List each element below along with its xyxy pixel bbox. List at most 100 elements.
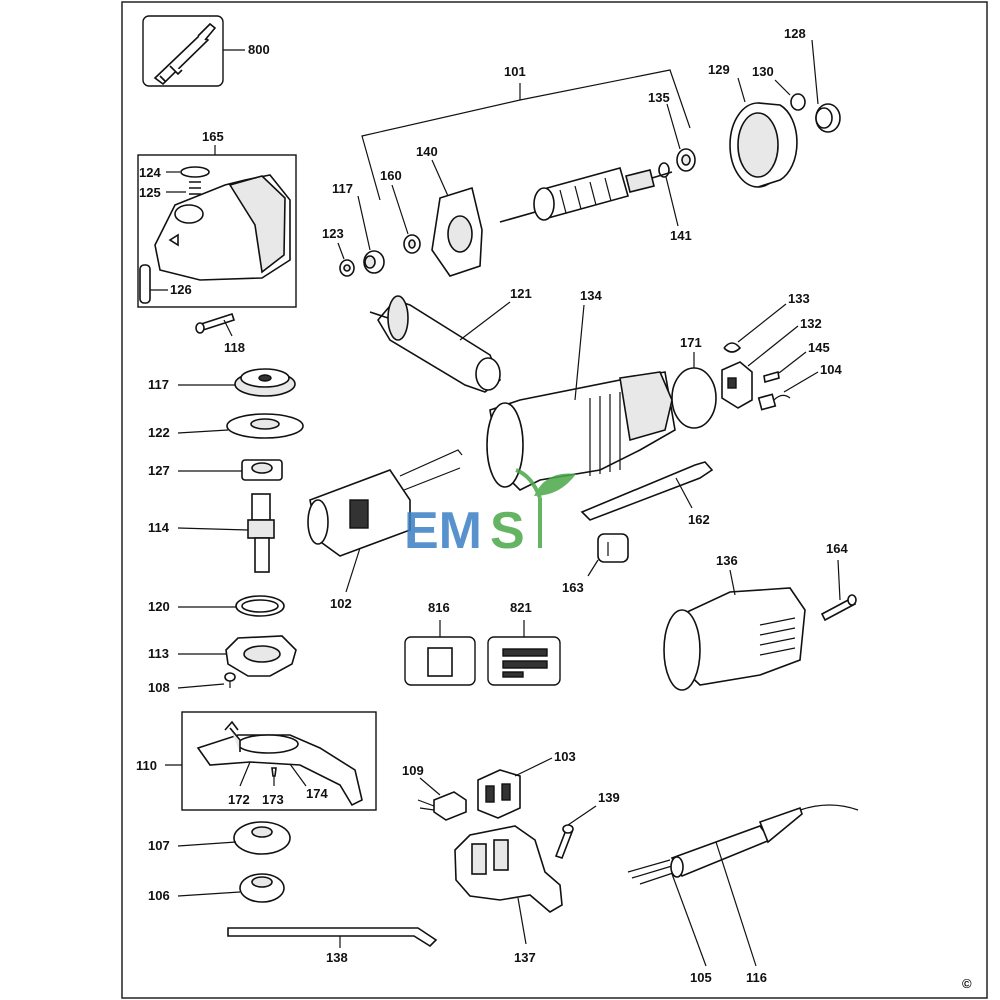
copyright-mark: ©: [962, 976, 972, 991]
part-171-gasket: [671, 352, 717, 429]
part-816-label-plate: [404, 620, 476, 686]
label-120: 120: [148, 599, 170, 614]
label-118: 118: [224, 340, 245, 355]
part-122-bearing-plate: [177, 413, 304, 439]
label-103: 103: [554, 749, 576, 764]
label-133: 133: [788, 291, 810, 306]
label-113: 113: [148, 646, 169, 661]
part-109-suppressor: [417, 777, 467, 821]
label-132: 132: [800, 316, 822, 331]
label-125: 125: [139, 185, 161, 200]
label-104: 104: [820, 362, 842, 377]
part-140-fan-baffle: [431, 159, 483, 277]
part-821-rating-plate: [487, 620, 561, 686]
part-135-bearing: [666, 103, 696, 172]
label-108: 108: [148, 680, 170, 695]
label-172: 172: [228, 792, 250, 807]
label-139: 139: [598, 790, 620, 805]
label-127: 127: [148, 463, 170, 478]
label-160: 160: [380, 168, 402, 183]
part-136-rear-cover: [663, 569, 806, 691]
watermark-leaf-icon: [534, 473, 576, 496]
label-107: 107: [148, 838, 170, 853]
part-102-field-stator: [307, 449, 463, 593]
label-130: 130: [752, 64, 774, 79]
label-174: 174: [306, 786, 328, 801]
label-117-top: 117: [332, 181, 353, 196]
label-134: 134: [580, 288, 602, 303]
label-800: 800: [248, 42, 270, 57]
label-141: 141: [670, 228, 692, 243]
label-126: 126: [170, 282, 192, 297]
part-117-pinion: [357, 195, 385, 274]
part-118-screw: [195, 312, 236, 337]
label-171: 171: [680, 335, 702, 350]
label-173: 173: [262, 792, 284, 807]
part-162-switch-rod: [580, 461, 714, 521]
part-800-kit: [142, 15, 245, 87]
label-162: 162: [688, 512, 710, 527]
watermark-s: S: [490, 502, 525, 560]
part-114-spindle: [177, 493, 275, 573]
label-102: 102: [330, 596, 352, 611]
part-110-guard-assembly: [165, 711, 377, 811]
label-136: 136: [716, 553, 738, 568]
part-120-o-ring: [178, 595, 285, 617]
part-165-gear-case-assembly: [137, 145, 297, 308]
label-129: 129: [708, 62, 730, 77]
part-106-flange-nut: [177, 873, 285, 903]
label-122: 122: [148, 425, 170, 440]
part-127-bearing: [178, 459, 283, 481]
label-164: 164: [826, 541, 848, 556]
label-128: 128: [784, 26, 806, 41]
label-163: 163: [562, 580, 584, 595]
label-116: 116: [746, 970, 767, 985]
part-130-bush: [774, 79, 806, 111]
part-117-bevel-gear: [178, 368, 296, 397]
part-134-motor-housing: [486, 304, 676, 491]
watermark-em: EM: [404, 502, 482, 560]
label-123: 123: [322, 226, 344, 241]
bracket-101: [361, 69, 691, 201]
label-114: 114: [148, 520, 170, 535]
part-160-spacer: [391, 184, 421, 254]
part-104-carbon-brush: [757, 371, 819, 411]
label-101: 101: [504, 64, 526, 79]
part-145-screw: [763, 351, 807, 384]
label-110: 110: [136, 758, 157, 773]
part-107-outer-flange: [177, 821, 291, 855]
part-163-switch-button: [587, 533, 629, 577]
part-105-116-cord-and-guard: [627, 804, 859, 967]
label-117-mid: 117: [148, 377, 169, 392]
label-124: 124: [139, 165, 161, 180]
page-frame: [121, 1, 988, 999]
part-108-screw: [177, 672, 236, 689]
part-164-screw: [820, 559, 857, 622]
part-121-side-handle: [369, 295, 511, 393]
label-135: 135: [648, 90, 670, 105]
part-128-ring: [811, 39, 841, 133]
watermark-sprout-icon: [515, 468, 542, 548]
label-109: 109: [402, 763, 424, 778]
label-816: 816: [428, 600, 450, 615]
label-106: 106: [148, 888, 170, 903]
label-145: 145: [808, 340, 830, 355]
label-140: 140: [416, 144, 438, 159]
label-137: 137: [514, 950, 536, 965]
part-138-spanner: [227, 927, 438, 948]
part-103-switch: [477, 757, 553, 819]
part-113-flange: [178, 635, 297, 677]
label-165: 165: [202, 129, 224, 144]
label-138: 138: [326, 950, 348, 965]
part-129-gear-housing: [729, 77, 798, 188]
part-armature: [499, 167, 673, 223]
part-139-screw: [554, 805, 597, 860]
label-821: 821: [510, 600, 532, 615]
part-123-nut: [337, 242, 355, 277]
label-105: 105: [690, 970, 712, 985]
label-121: 121: [510, 286, 532, 301]
part-137-rear-handle-base: [454, 825, 563, 945]
part-132-brush-holder: [721, 325, 799, 409]
ems-watermark-logo: EM S: [404, 468, 576, 560]
